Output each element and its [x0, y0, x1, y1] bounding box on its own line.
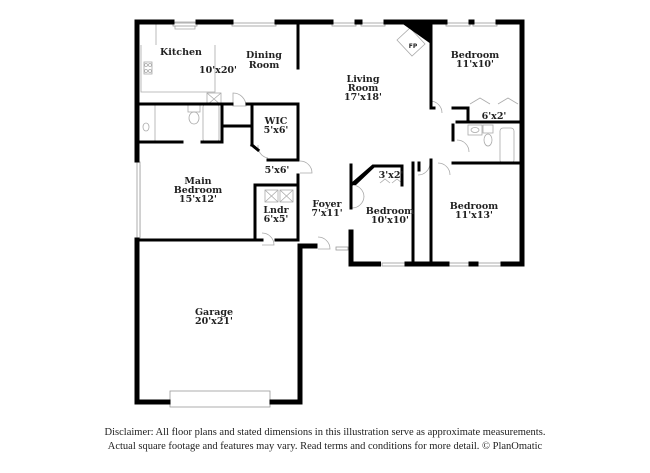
kitchen-label: Kitchen: [160, 47, 202, 58]
living-label-1: Living: [347, 74, 380, 85]
stove: [143, 61, 153, 75]
bedroom-ne-label: Bedroom: [451, 50, 499, 61]
closet-center-dims: 3'x2': [379, 170, 404, 181]
garage-door: [169, 390, 271, 408]
main-bedroom-label-1: Main: [184, 176, 211, 187]
hall-dims: 5'x6': [265, 165, 290, 176]
dining-label-1: Dining: [246, 50, 282, 61]
bedroom-se-dims: 11'x13': [455, 210, 493, 221]
garage-dims: 20'x21': [195, 316, 233, 327]
foyer-label: Foyer: [312, 199, 342, 210]
wic-dims: 5'x6': [264, 125, 289, 136]
bath-sink: [142, 122, 150, 132]
windows: [136, 22, 503, 408]
main-bedroom-dims: 15'x12': [179, 194, 217, 205]
bathtub: [202, 103, 220, 143]
fireplace: [396, 27, 426, 57]
bedroom-ne-dims: 11'x10': [456, 59, 494, 70]
door-swing: [232, 92, 247, 107]
laundry-label: Lndr: [263, 205, 289, 216]
dining-label-2: Room: [249, 60, 280, 71]
room-labels: Kitchen 10'x20' Dining Room FP Living Ro…: [160, 43, 506, 327]
bedroom-se-label: Bedroom: [450, 201, 498, 212]
garage-label: Garage: [195, 307, 233, 318]
disclaimer-line-2: Actual square footage and features may v…: [107, 441, 543, 452]
walls: [134, 19, 525, 405]
hall-bathtub: [499, 127, 515, 164]
foyer-dims: 7'x11': [311, 208, 342, 219]
bedroom-center-label: Bedroom: [366, 206, 414, 217]
closet-ne-dims: 6'x2': [482, 111, 507, 122]
disclaimer: Disclaimer: All floor plans and stated d…: [0, 426, 650, 454]
disclaimer-line-1: Disclaimer: All floor plans and stated d…: [104, 427, 546, 438]
main-bedroom-label-2: Bedroom: [174, 185, 222, 196]
fireplace-hearth: [400, 22, 431, 44]
hall-bath-sink: [467, 124, 483, 136]
living-dims: 17'x18': [344, 92, 382, 103]
fireplace-label: FP: [409, 43, 418, 50]
living-label-2: Room: [348, 83, 379, 94]
laundry-dims: 6'x5': [264, 214, 289, 225]
closet-wall-wedge: [351, 166, 376, 185]
wic-label: WIC: [264, 116, 288, 127]
kitchen-counter: [140, 45, 216, 93]
bedroom-center-dims: 10'x10': [371, 215, 409, 226]
kitchen-dims: 10'x20': [199, 65, 237, 76]
